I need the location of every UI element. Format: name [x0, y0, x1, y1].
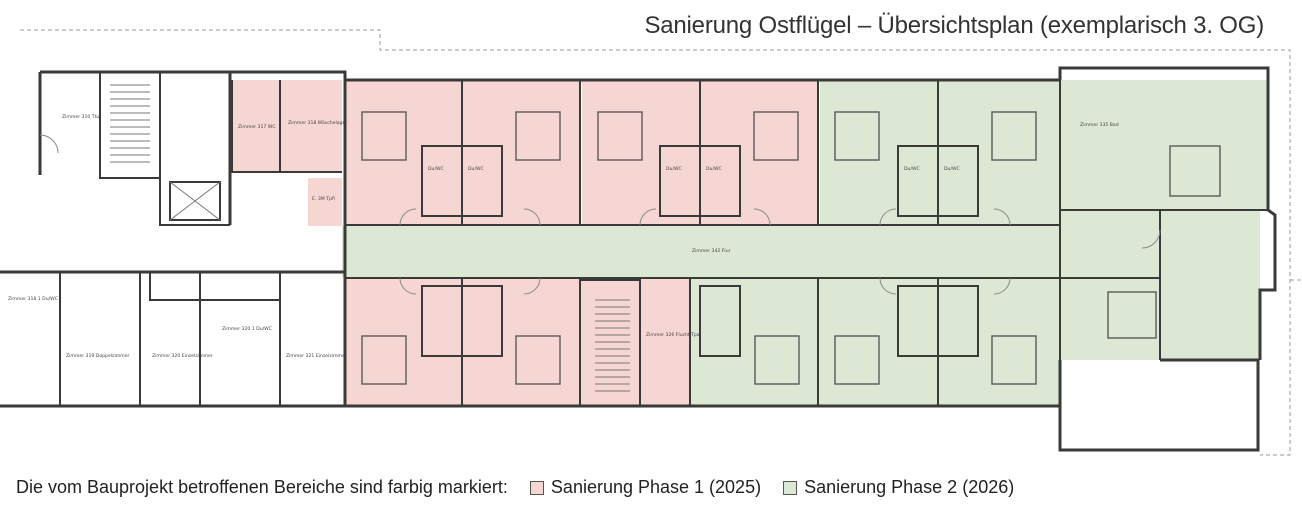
label-laundry: Zimmer 318 Wäschelager — [288, 120, 347, 126]
label-duwc-1: Du/WC — [428, 166, 444, 172]
bathroom-pods — [421, 145, 979, 357]
phase2-swatch — [783, 480, 798, 495]
label-stair: Zimmer 310 Ttu — [62, 114, 99, 120]
label-r4: Zimmer 320.1 Du/WC — [222, 326, 272, 332]
label-r5: Zimmer 321 Einzelzimmer — [286, 353, 347, 359]
legend-label-phase1: Sanierung Phase 1 (2025) — [550, 477, 762, 497]
label-duwc-2: Du/WC — [468, 166, 484, 172]
outer-walls — [0, 66, 1277, 452]
label-bath: Zimmer 335 Bad — [1080, 122, 1119, 128]
label-r3: Zimmer 320 Einzelzimmer — [152, 353, 213, 359]
plan-title: Sanierung Ostflügel – Übersichtsplan (ex… — [644, 12, 1264, 39]
label-stair2: Zimmer 326 Flucht-Tpa — [646, 332, 700, 338]
legend-item-phase1: Sanierung Phase 1 (2025) — [508, 477, 761, 498]
label-r2: Zimmer 319 Doppelzimmer — [66, 353, 130, 359]
label-duwc-6: Du/WC — [944, 166, 960, 172]
door-swings — [39, 134, 1161, 295]
label-duwc-3: Du/WC — [666, 166, 682, 172]
legend: Die vom Bauprojekt betroffenen Bereiche … — [16, 477, 1014, 498]
label-r1: Zimmer 318.1 Du/WC — [8, 296, 58, 302]
room-labels: Zimmer 310 Ttu Zimmer 317 WC Zimmer 318 … — [8, 114, 1119, 359]
phase2-areas — [342, 80, 1268, 406]
stair-hatches — [110, 84, 630, 392]
floor-plan: Zimmer 310 Ttu Zimmer 317 WC Zimmer 318 … — [0, 29, 1302, 456]
label-duwc-5: Du/WC — [904, 166, 920, 172]
label-wc: Zimmer 317 WC — [238, 124, 276, 130]
legend-label-phase2: Sanierung Phase 2 (2026) — [804, 477, 1015, 497]
site-outline — [20, 29, 1302, 456]
legend-item-phase2: Sanierung Phase 2 (2026) — [761, 477, 1014, 498]
label-storage: E. 3M Tpfl — [312, 196, 335, 202]
label-duwc-4: Du/WC — [706, 166, 722, 172]
label-corridor: Zimmer 342 Flur — [692, 248, 731, 254]
beds — [361, 111, 1221, 385]
legend-intro: Die vom Bauprojekt betroffenen Bereiche … — [16, 477, 508, 497]
phase1-swatch — [529, 480, 544, 495]
